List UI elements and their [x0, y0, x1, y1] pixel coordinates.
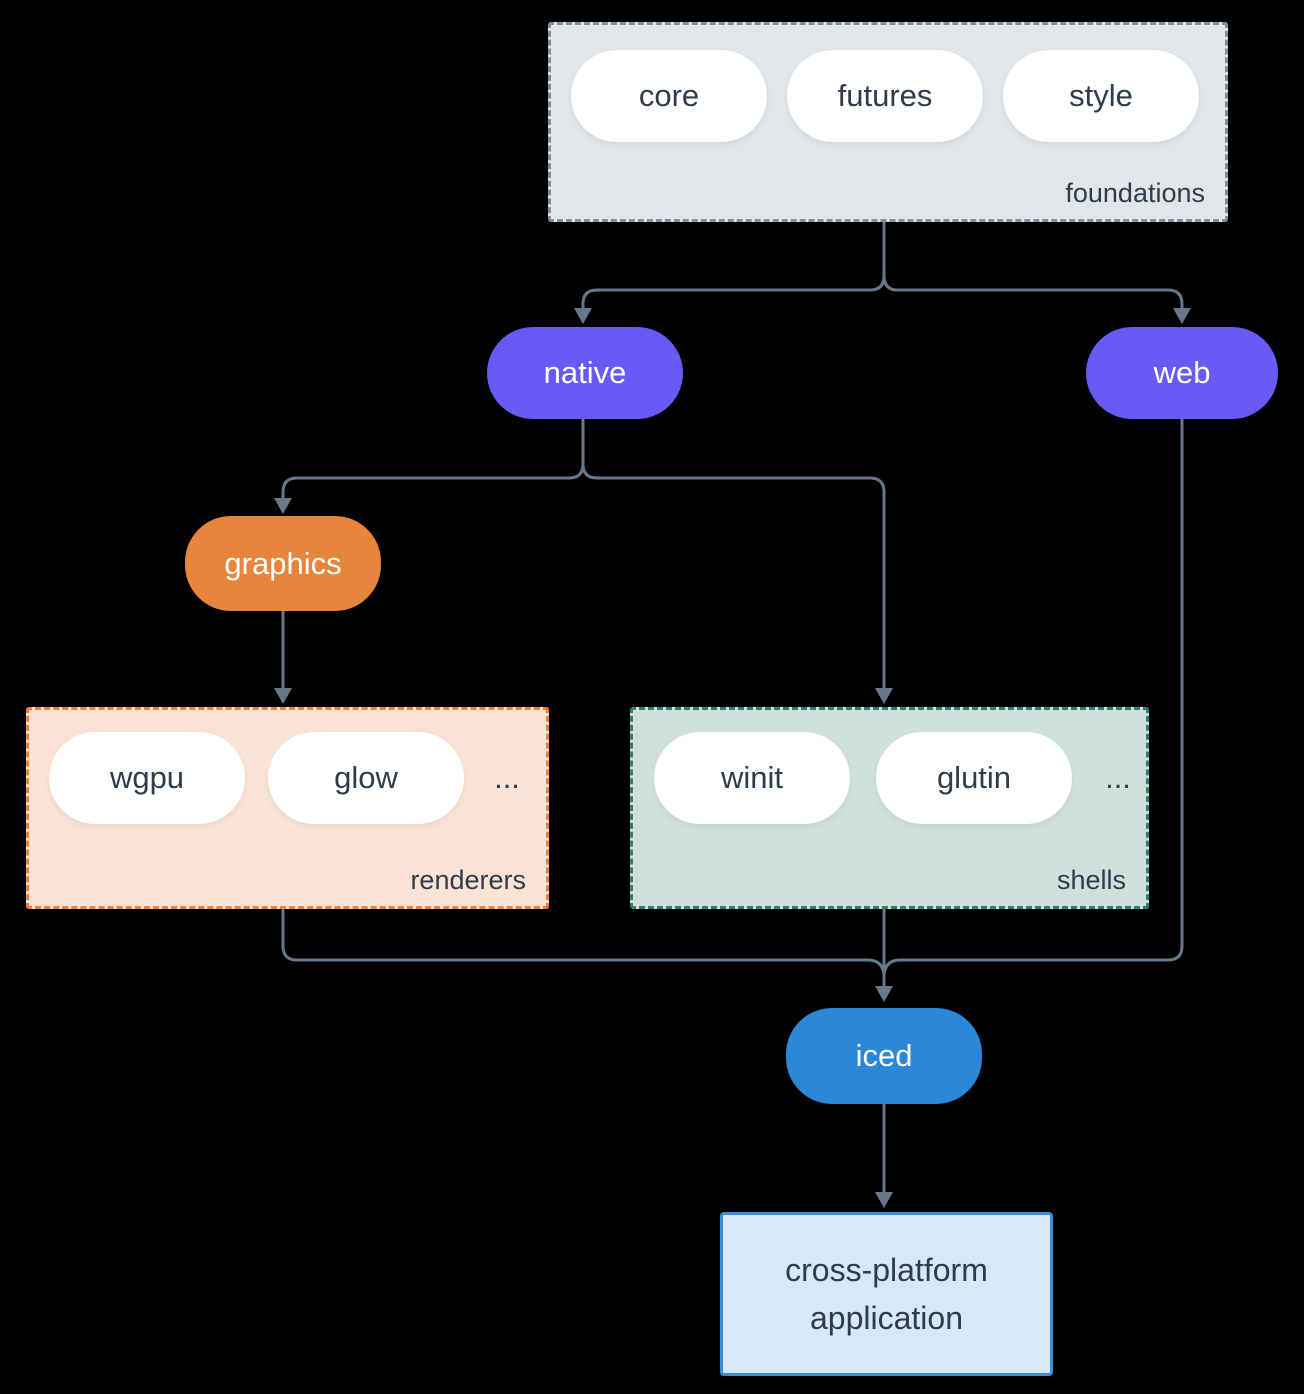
- arrowhead-native: [574, 308, 592, 324]
- node-label: style: [1069, 78, 1133, 113]
- node-label: graphics: [224, 545, 342, 581]
- foundations-group: core futures style foundations: [548, 22, 1228, 222]
- node-glow: glow: [268, 732, 464, 824]
- shells-label: shells: [1056, 865, 1126, 895]
- foundations-label: foundations: [1065, 178, 1205, 208]
- node-label: cross-platform application: [785, 1252, 988, 1336]
- node-wgpu: wgpu: [49, 732, 245, 824]
- shells-group: winit glutin ... shells: [630, 707, 1149, 909]
- node-application: cross-platform application: [720, 1212, 1053, 1376]
- arrowhead-application: [875, 1192, 893, 1208]
- node-core: core: [571, 50, 767, 142]
- renderers-label: renderers: [410, 865, 526, 895]
- node-label: glutin: [936, 760, 1012, 795]
- node-label: core: [638, 78, 700, 113]
- node-label: iced: [855, 1038, 913, 1073]
- node-label: futures: [837, 78, 933, 113]
- arrowhead-renderers: [274, 688, 292, 704]
- arrowhead-iced: [875, 986, 893, 1002]
- node-label: wgpu: [109, 760, 185, 795]
- edge-native-shells: [581, 463, 886, 688]
- edge-web-iced: [882, 419, 1184, 975]
- node-iced: iced: [786, 1008, 982, 1104]
- edge-foundations-native: [581, 216, 886, 308]
- edge-foundations-web: [882, 275, 1184, 308]
- node-winit: winit: [654, 732, 850, 824]
- node-web: web: [1086, 327, 1278, 419]
- node-label: winit: [720, 760, 783, 795]
- arrowhead-web: [1173, 308, 1191, 324]
- node-label: web: [1153, 355, 1211, 390]
- renderers-group: wgpu glow ... renderers: [26, 707, 549, 909]
- node-futures: futures: [787, 50, 983, 142]
- arrowhead-shells: [875, 688, 893, 704]
- node-native: native: [487, 327, 683, 419]
- node-style: style: [1003, 50, 1199, 142]
- renderers-ellipsis: ...: [494, 760, 520, 795]
- edge-renderers-iced: [281, 903, 886, 975]
- node-label: glow: [334, 760, 398, 795]
- node-graphics: graphics: [185, 516, 381, 611]
- shells-ellipsis: ...: [1105, 760, 1131, 795]
- node-glutin: glutin: [876, 732, 1072, 824]
- arrowhead-graphics: [274, 498, 292, 514]
- node-label: native: [543, 355, 627, 390]
- edge-native-graphics: [281, 419, 585, 498]
